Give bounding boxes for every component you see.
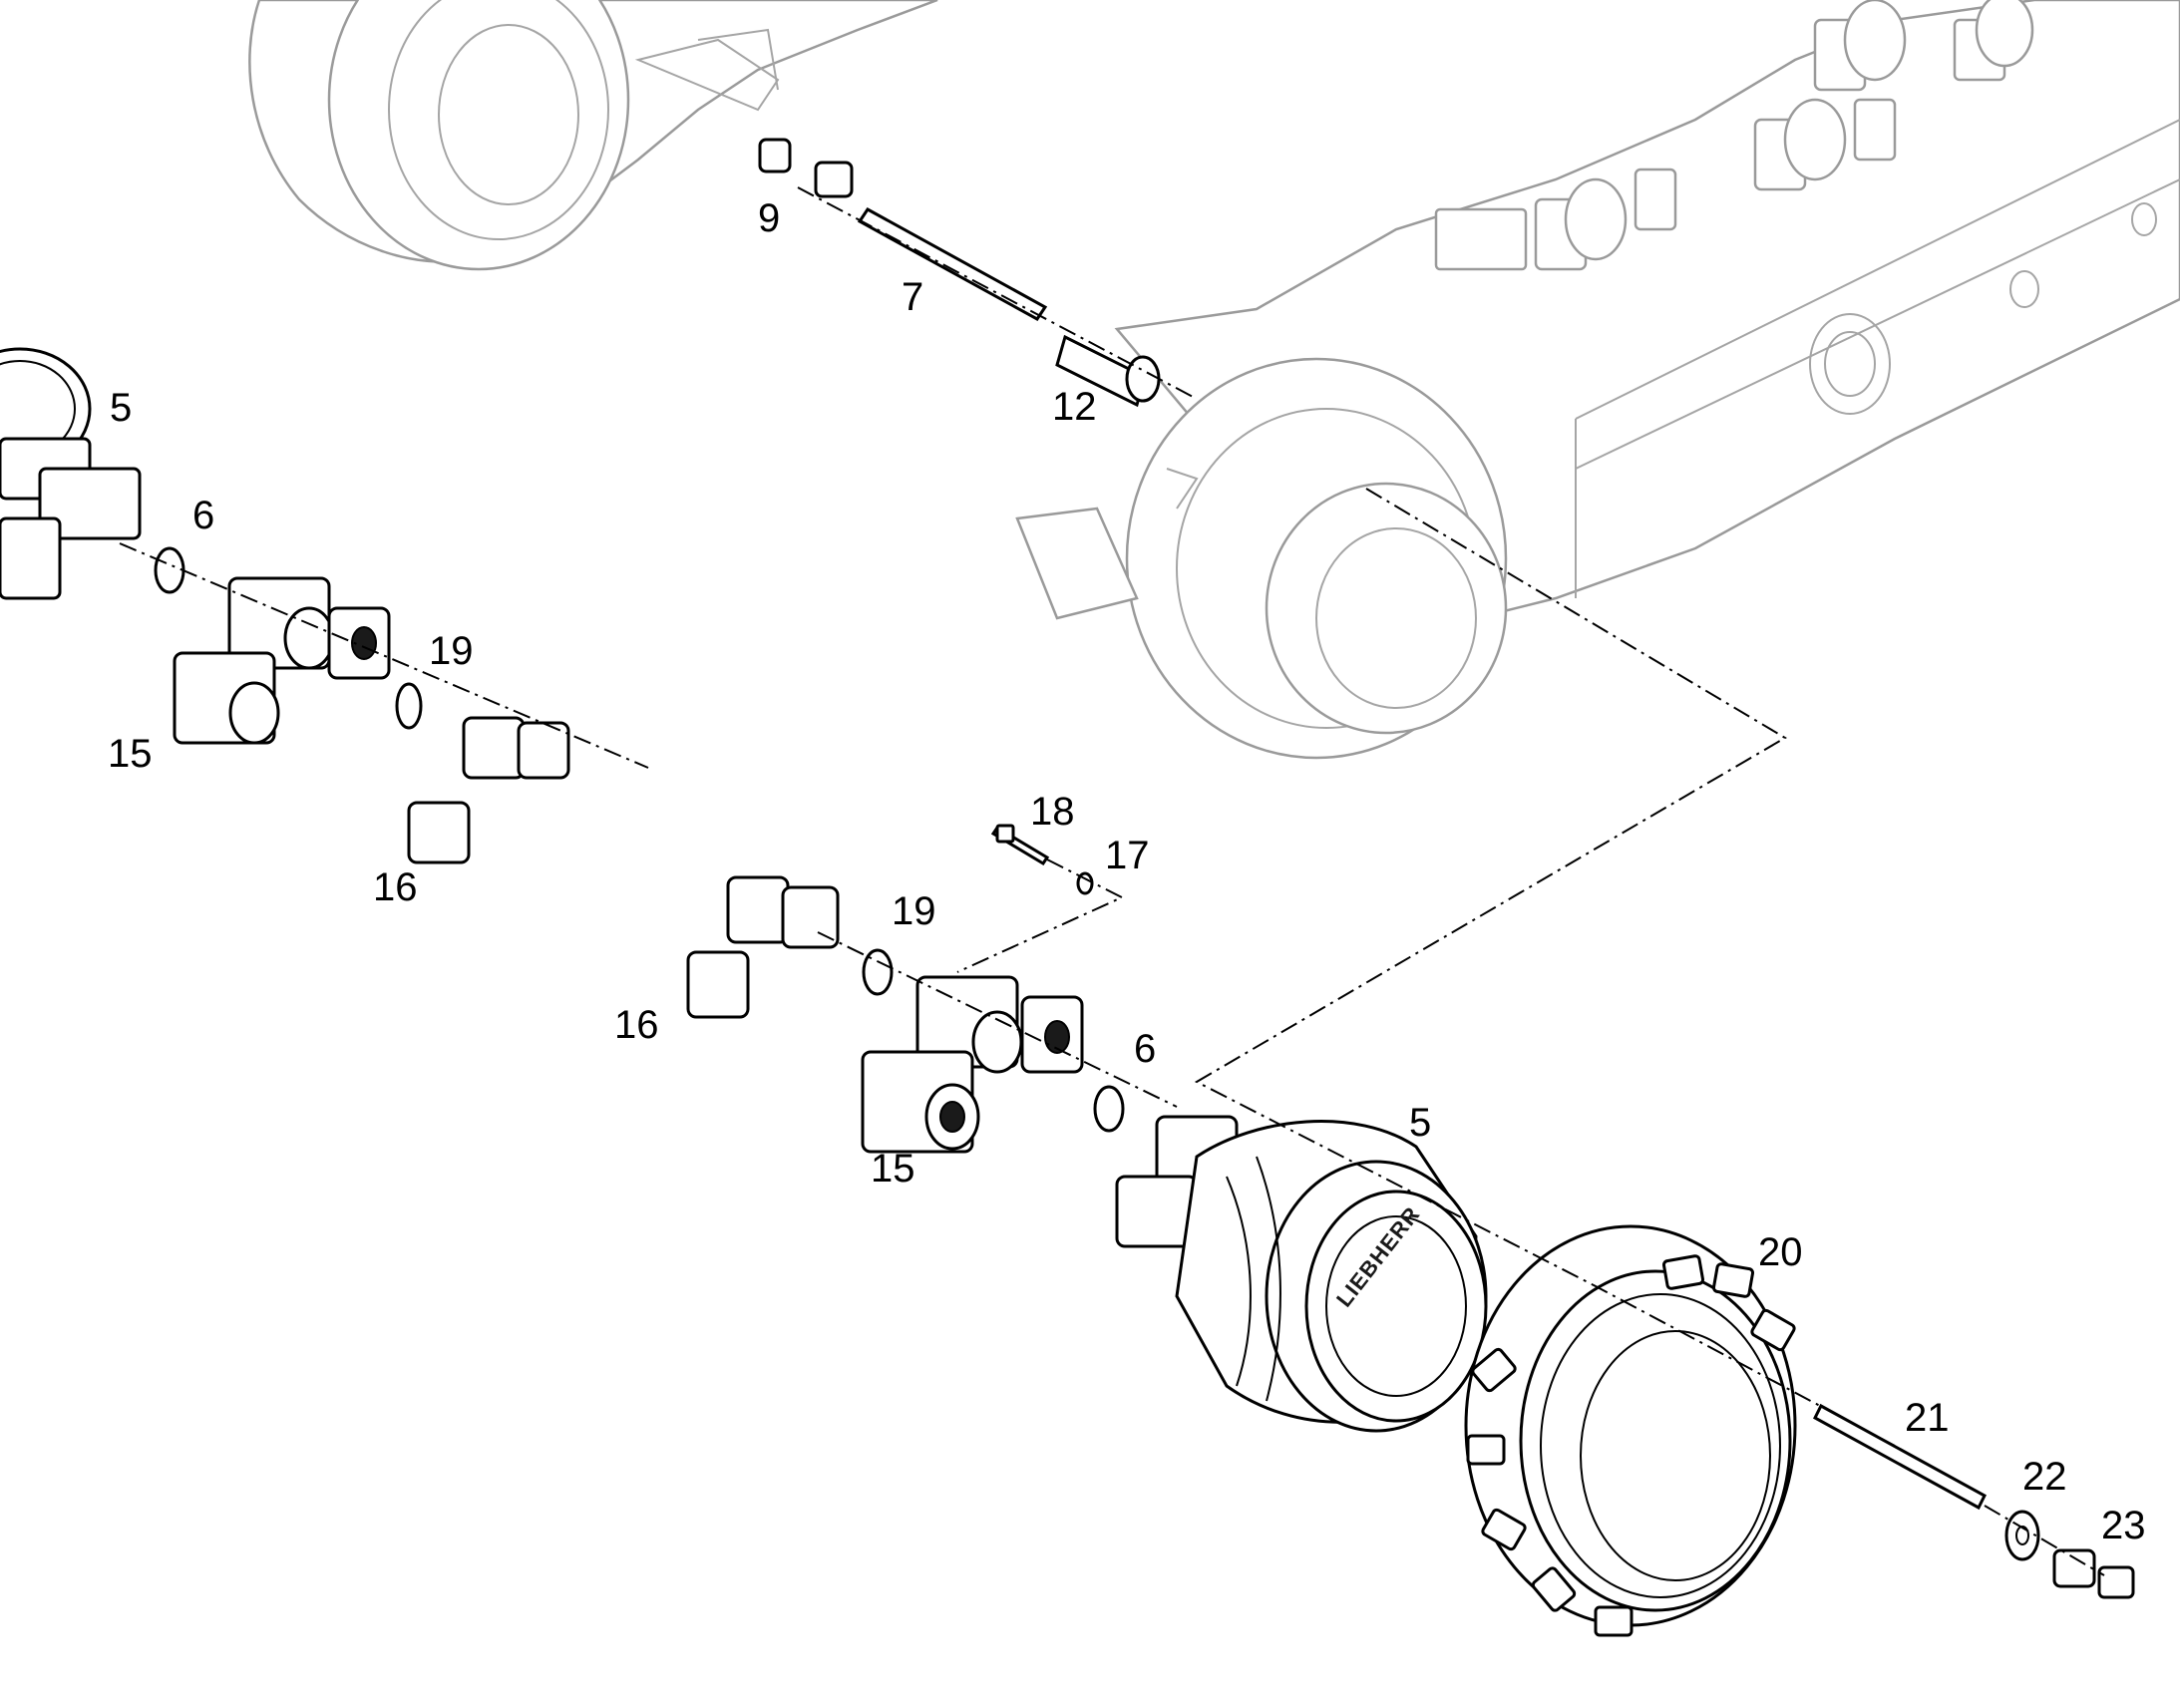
o-ring-19-mid <box>862 948 894 996</box>
motor-gear-5-left <box>0 347 142 600</box>
callout-9: 9 <box>758 196 781 240</box>
callout-6-left: 6 <box>192 494 215 537</box>
callout-15-mid: 15 <box>871 1147 915 1191</box>
track-frame-top-left <box>248 0 938 271</box>
threaded-rod-7 <box>857 207 1048 321</box>
callout-16-left: 16 <box>373 865 418 909</box>
callout-20: 20 <box>1758 1230 1803 1274</box>
o-ring-6-mid <box>1093 1085 1125 1133</box>
nut-9 <box>758 138 854 198</box>
o-ring-6-left <box>154 546 185 594</box>
callout-6-mid: 6 <box>1134 1027 1157 1071</box>
callout-22: 22 <box>2022 1455 2067 1499</box>
nut-23 <box>2052 1548 2135 1599</box>
hydraulic-motor-15-mid <box>861 975 1084 1154</box>
stud-21 <box>1813 1403 1987 1511</box>
callout-7: 7 <box>902 275 924 319</box>
motor-gear-5 <box>1115 1115 1488 1433</box>
callout-19-mid: 19 <box>892 889 936 933</box>
track-frame-main <box>1015 0 2180 760</box>
bolt-18 <box>990 824 1050 866</box>
callout-21: 21 <box>1905 1396 1950 1440</box>
washer-22 <box>2004 1510 2040 1561</box>
callout-17: 17 <box>1105 834 1150 877</box>
callout-12: 12 <box>1052 385 1097 429</box>
callout-5-left: 5 <box>110 386 133 430</box>
washer-17 <box>1076 871 1094 895</box>
sprocket-20 <box>1464 1224 1797 1637</box>
o-ring-19-left <box>395 682 423 730</box>
callout-15-left: 15 <box>108 732 153 776</box>
hydraulic-motor-15-left <box>173 576 391 745</box>
callout-18: 18 <box>1030 790 1075 834</box>
callout-23: 23 <box>2101 1504 2146 1547</box>
callout-16-mid: 16 <box>614 1003 659 1047</box>
callout-5-mid: 5 <box>1409 1101 1432 1145</box>
valve-block-16-mid <box>686 875 840 1019</box>
assembly-axes <box>119 186 2105 1576</box>
valve-block-16-left <box>407 716 570 864</box>
callout-19-left: 19 <box>429 629 474 673</box>
